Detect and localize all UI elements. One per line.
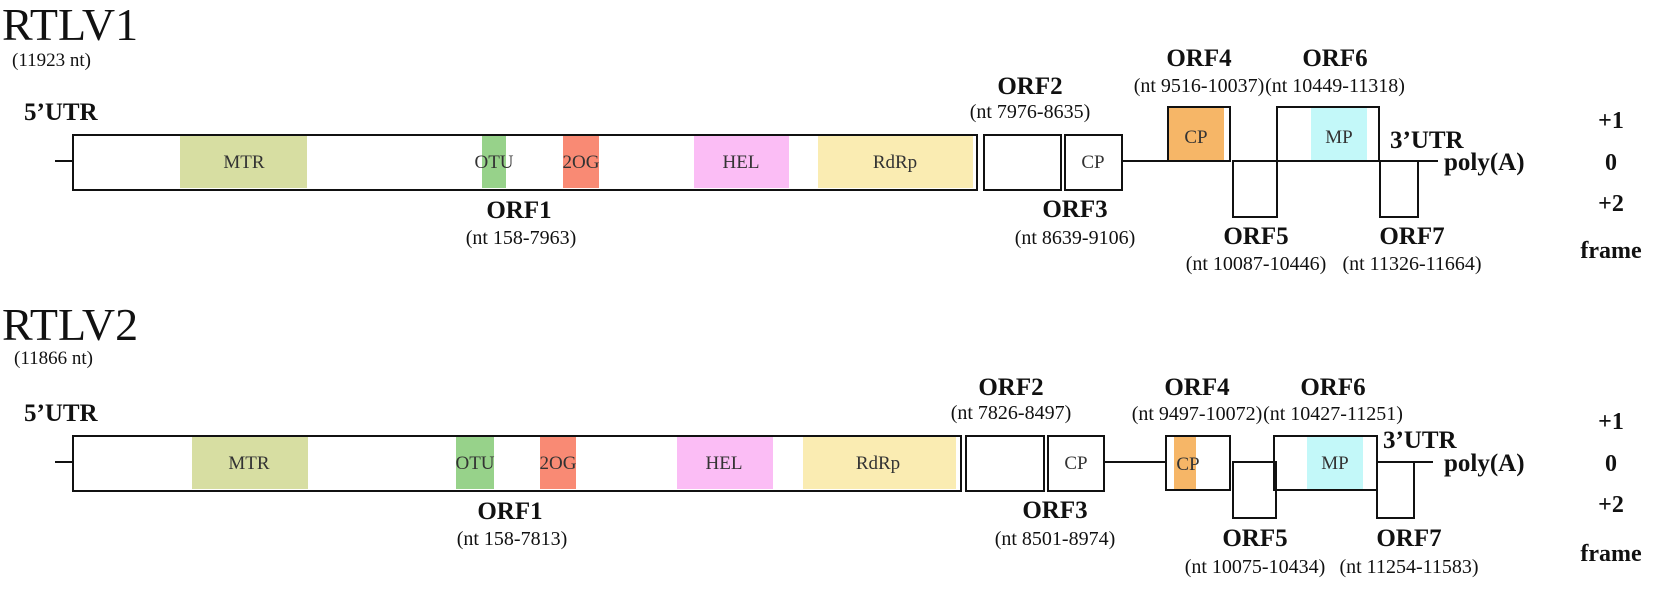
orf1-range: (nt 158-7963) [466,227,577,249]
orf6-range: (nt 10449-11318) [1265,75,1405,97]
cp-orf4-domain [1174,437,1196,489]
polya-label: poly(A) [1444,450,1525,477]
genome-length: (11923 nt) [12,50,91,71]
orf6-range: (nt 10427-11251) [1263,403,1403,425]
2og-label: 2OG [563,152,600,173]
hel-label: HEL [706,453,743,474]
orf3-range: (nt 8639-9106) [1015,227,1136,249]
genome-panel-rtlv1: RTLV1 (11923 nt) 5’UTR MTR OTU 2OG HEL R… [2,0,1525,275]
otu-domain [456,436,494,489]
utr3-label: 3’UTR [1390,127,1465,154]
orf6-box [1276,106,1380,162]
orf3-name: ORF3 [1022,497,1087,524]
orf6-name: ORF6 [1302,45,1367,72]
orf7-range: (nt 11254-11583) [1339,556,1478,578]
orf7-box [1376,461,1415,519]
rdrp-domain [803,436,956,489]
orf3-box [1064,134,1123,191]
genome-name: RTLV1 [2,0,138,50]
orf4-name: ORF4 [1166,45,1232,72]
frame-plus2: +2 [1598,492,1624,518]
mtr-label: MTR [223,152,265,173]
hel-label: HEL [723,152,760,173]
frame-0: 0 [1605,451,1617,477]
orf2-box [983,134,1062,191]
mp-label: MP [1321,453,1348,474]
orf2-range: (nt 7976-8635) [970,101,1091,123]
otu-domain [482,135,506,188]
otu-label: OTU [455,453,494,474]
hel-domain [694,135,789,188]
orf7-range: (nt 11326-11664) [1342,253,1481,275]
orf4-box [1167,106,1231,162]
orf5-name: ORF5 [1222,525,1287,552]
orf3-range: (nt 8501-8974) [995,528,1116,550]
orf5-name: ORF5 [1223,223,1288,250]
frame-plus1: +1 [1598,108,1624,134]
mp-domain [1311,107,1367,160]
orf7-name: ORF7 [1376,525,1441,552]
polya-label: poly(A) [1444,149,1525,176]
orf4-name: ORF4 [1164,374,1230,401]
orf2-range: (nt 7826-8497) [951,402,1072,424]
cp-orf4-label: CP [1184,127,1207,148]
frame-labels-rtlv1: +1 0 +2 frame [1580,108,1642,264]
mp-label: MP [1325,127,1352,148]
otu-label: OTU [474,152,513,173]
frame-plus2: +2 [1598,191,1624,217]
orf2-box [965,435,1045,492]
orf4-box [1165,435,1231,491]
cp-orf3-label: CP [1081,152,1104,173]
orf2-name: ORF2 [997,73,1062,100]
orf1-name: ORF1 [486,197,551,224]
rdrp-label: RdRp [873,152,917,173]
genome-name: RTLV2 [2,299,138,350]
orf7-name: ORF7 [1379,223,1444,250]
orf1-name: ORF1 [477,498,542,525]
orf1-range: (nt 158-7813) [457,528,568,550]
cp-orf4-label: CP [1176,454,1199,475]
frame-label: frame [1580,541,1642,567]
utr3-label: 3’UTR [1383,427,1458,454]
genome-panel-rtlv2: RTLV2 (11866 nt) 5’UTR MTR OTU 2OG HEL R… [2,299,1525,578]
rdrp-domain [818,135,973,188]
orf5-box [1232,160,1278,218]
frame-label: frame [1580,238,1642,264]
2og-domain [563,135,599,188]
orf6-name: ORF6 [1300,374,1365,401]
frame-labels-rtlv2: +1 0 +2 frame [1580,409,1642,567]
utr5-label: 5’UTR [24,400,99,427]
orf3-name: ORF3 [1042,196,1107,223]
rdrp-label: RdRp [856,453,900,474]
utr5-label: 5’UTR [24,99,99,126]
2og-domain [540,436,576,489]
orf7-box [1379,160,1419,218]
mp-domain [1307,436,1363,489]
orf4-range: (nt 9497-10072) [1132,403,1263,425]
cp-orf3-label: CP [1064,453,1087,474]
frame-0: 0 [1605,150,1617,176]
orf5-range: (nt 10075-10434) [1185,556,1326,578]
orf4-range: (nt 9516-10037) [1134,75,1265,97]
orf1-box [72,435,962,492]
orf1-box [72,134,978,191]
orf2-name: ORF2 [978,374,1043,401]
hel-domain [677,436,773,489]
2og-label: 2OG [540,453,577,474]
genome-length: (11866 nt) [14,348,93,369]
frame-plus1: +1 [1598,409,1624,435]
mtr-domain [192,436,308,489]
mtr-label: MTR [228,453,270,474]
mtr-domain [180,135,307,188]
orf5-box [1232,461,1277,519]
orf3-box [1047,435,1105,492]
orf5-range: (nt 10087-10446) [1186,253,1327,275]
cp-orf4-domain [1168,107,1224,160]
